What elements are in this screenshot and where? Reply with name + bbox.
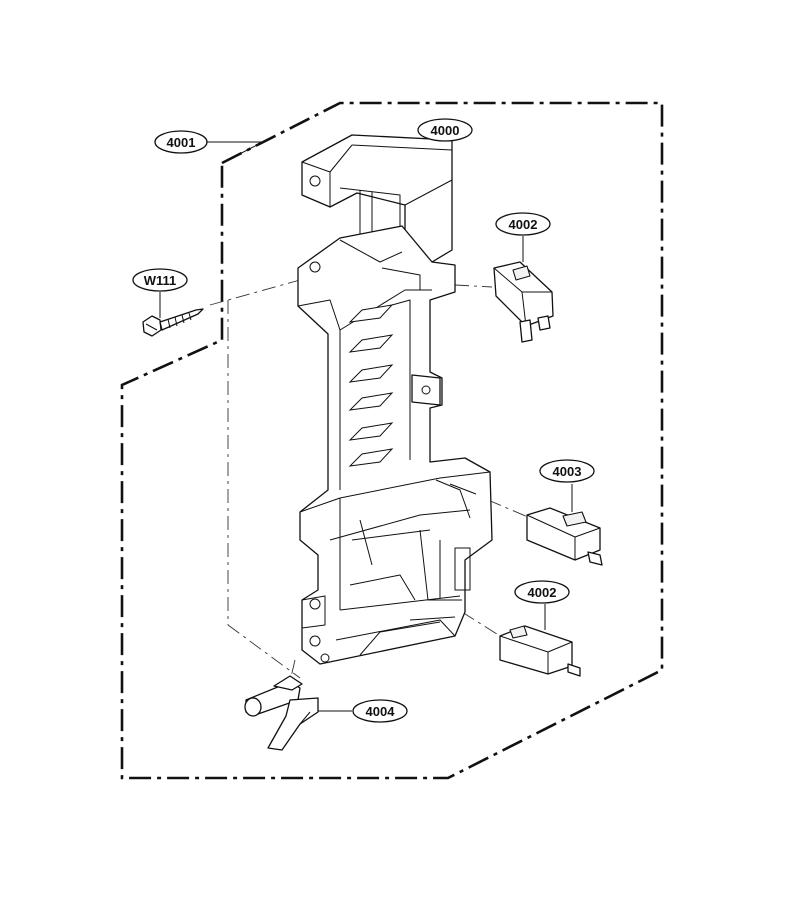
svg-text:4003: 4003 [553, 464, 582, 479]
svg-text:4004: 4004 [366, 704, 396, 719]
leader-lines [159, 140, 573, 712]
svg-text:4000: 4000 [431, 123, 460, 138]
svg-text:W111: W111 [144, 273, 177, 288]
callout-4003: 4003 [539, 459, 595, 483]
callout-4001: 4001 [154, 130, 208, 154]
assembly-boundary [120, 101, 664, 780]
callout-4002-bottom: 4002 [514, 580, 570, 604]
micro-switch-4002-bottom [499, 625, 581, 677]
callout-4004: 4004 [352, 699, 408, 723]
micro-switch-4002-top [493, 261, 554, 343]
callout-w111: W111 [132, 268, 188, 292]
lever-4004 [244, 675, 319, 751]
svg-text:4002: 4002 [509, 217, 538, 232]
svg-text:4002: 4002 [528, 585, 557, 600]
callout-4000: 4000 [417, 118, 473, 142]
svg-text:4001: 4001 [167, 135, 196, 150]
latch-board-frame [297, 134, 493, 665]
screw-w111 [142, 308, 204, 337]
micro-switch-4003 [526, 507, 603, 566]
callout-4002-top: 4002 [495, 212, 551, 236]
